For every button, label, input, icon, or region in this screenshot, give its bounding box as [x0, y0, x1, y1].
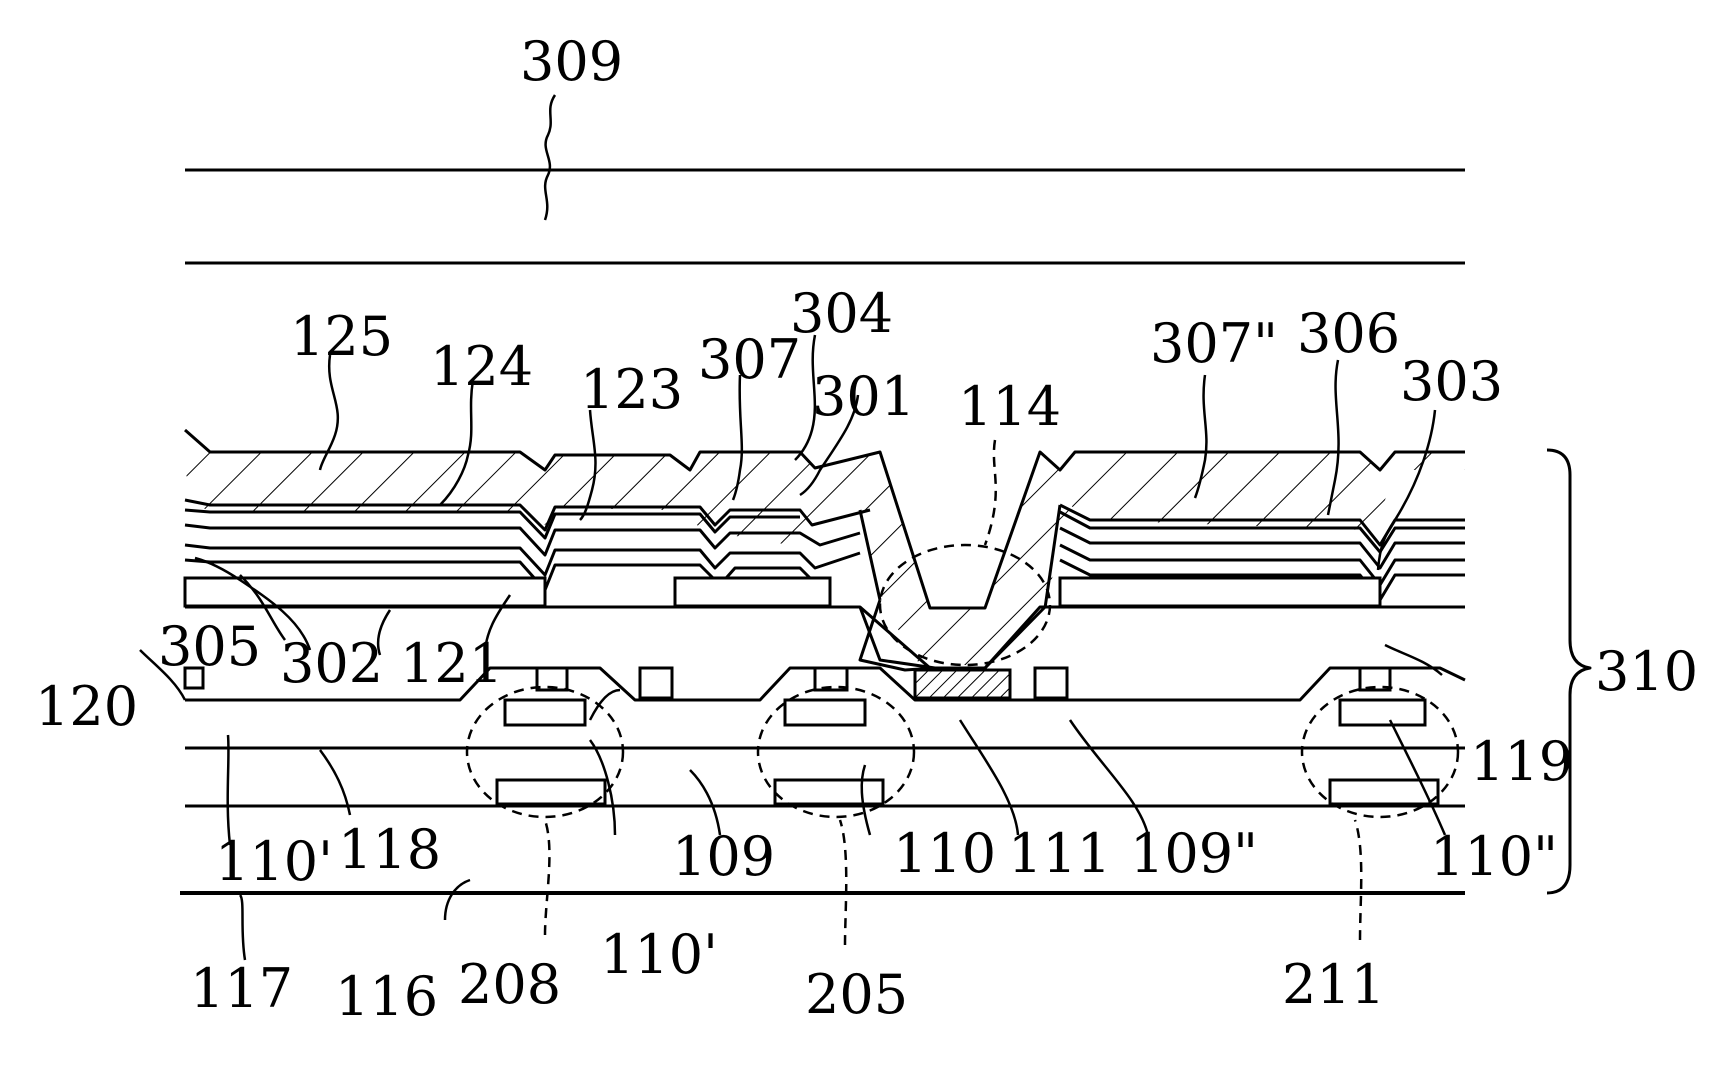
- label-304: 304: [790, 282, 893, 345]
- label-111: 111: [1008, 822, 1111, 885]
- label-309: 309: [520, 30, 623, 93]
- label-211: 211: [1282, 953, 1385, 1016]
- label-124: 124: [430, 335, 533, 398]
- label-118: 118: [338, 818, 441, 881]
- label-110-prime-a: 110': [215, 830, 333, 893]
- label-123: 123: [580, 358, 683, 421]
- label-125: 125: [290, 305, 393, 368]
- label-109pp: 109": [1130, 822, 1258, 885]
- label-306: 306: [1297, 302, 1400, 365]
- label-114: 114: [958, 375, 1061, 438]
- lower-electrodes: [497, 780, 1438, 804]
- label-301: 301: [812, 365, 915, 428]
- label-119: 119: [1470, 730, 1573, 793]
- label-110: 110: [893, 822, 996, 885]
- label-310: 310: [1595, 640, 1698, 703]
- pad-111: [915, 670, 1010, 698]
- label-307pp: 307": [1150, 312, 1278, 375]
- gate-pads: [505, 700, 1425, 725]
- label-121: 121: [400, 632, 503, 695]
- label-109: 109: [672, 825, 775, 888]
- label-307: 307: [698, 328, 801, 391]
- label-208: 208: [458, 953, 561, 1016]
- label-302: 302: [280, 632, 383, 695]
- electrode-blocks-upper: [185, 578, 1380, 606]
- label-205: 205: [805, 963, 908, 1026]
- label-120: 120: [35, 675, 138, 738]
- label-303: 303: [1400, 350, 1503, 413]
- substrate-309: [185, 170, 1465, 263]
- label-305: 305: [158, 615, 261, 678]
- label-117: 117: [190, 957, 293, 1020]
- label-110pp: 110": [1430, 825, 1558, 888]
- label-110-prime-b: 110': [600, 923, 718, 986]
- label-116: 116: [335, 965, 438, 1028]
